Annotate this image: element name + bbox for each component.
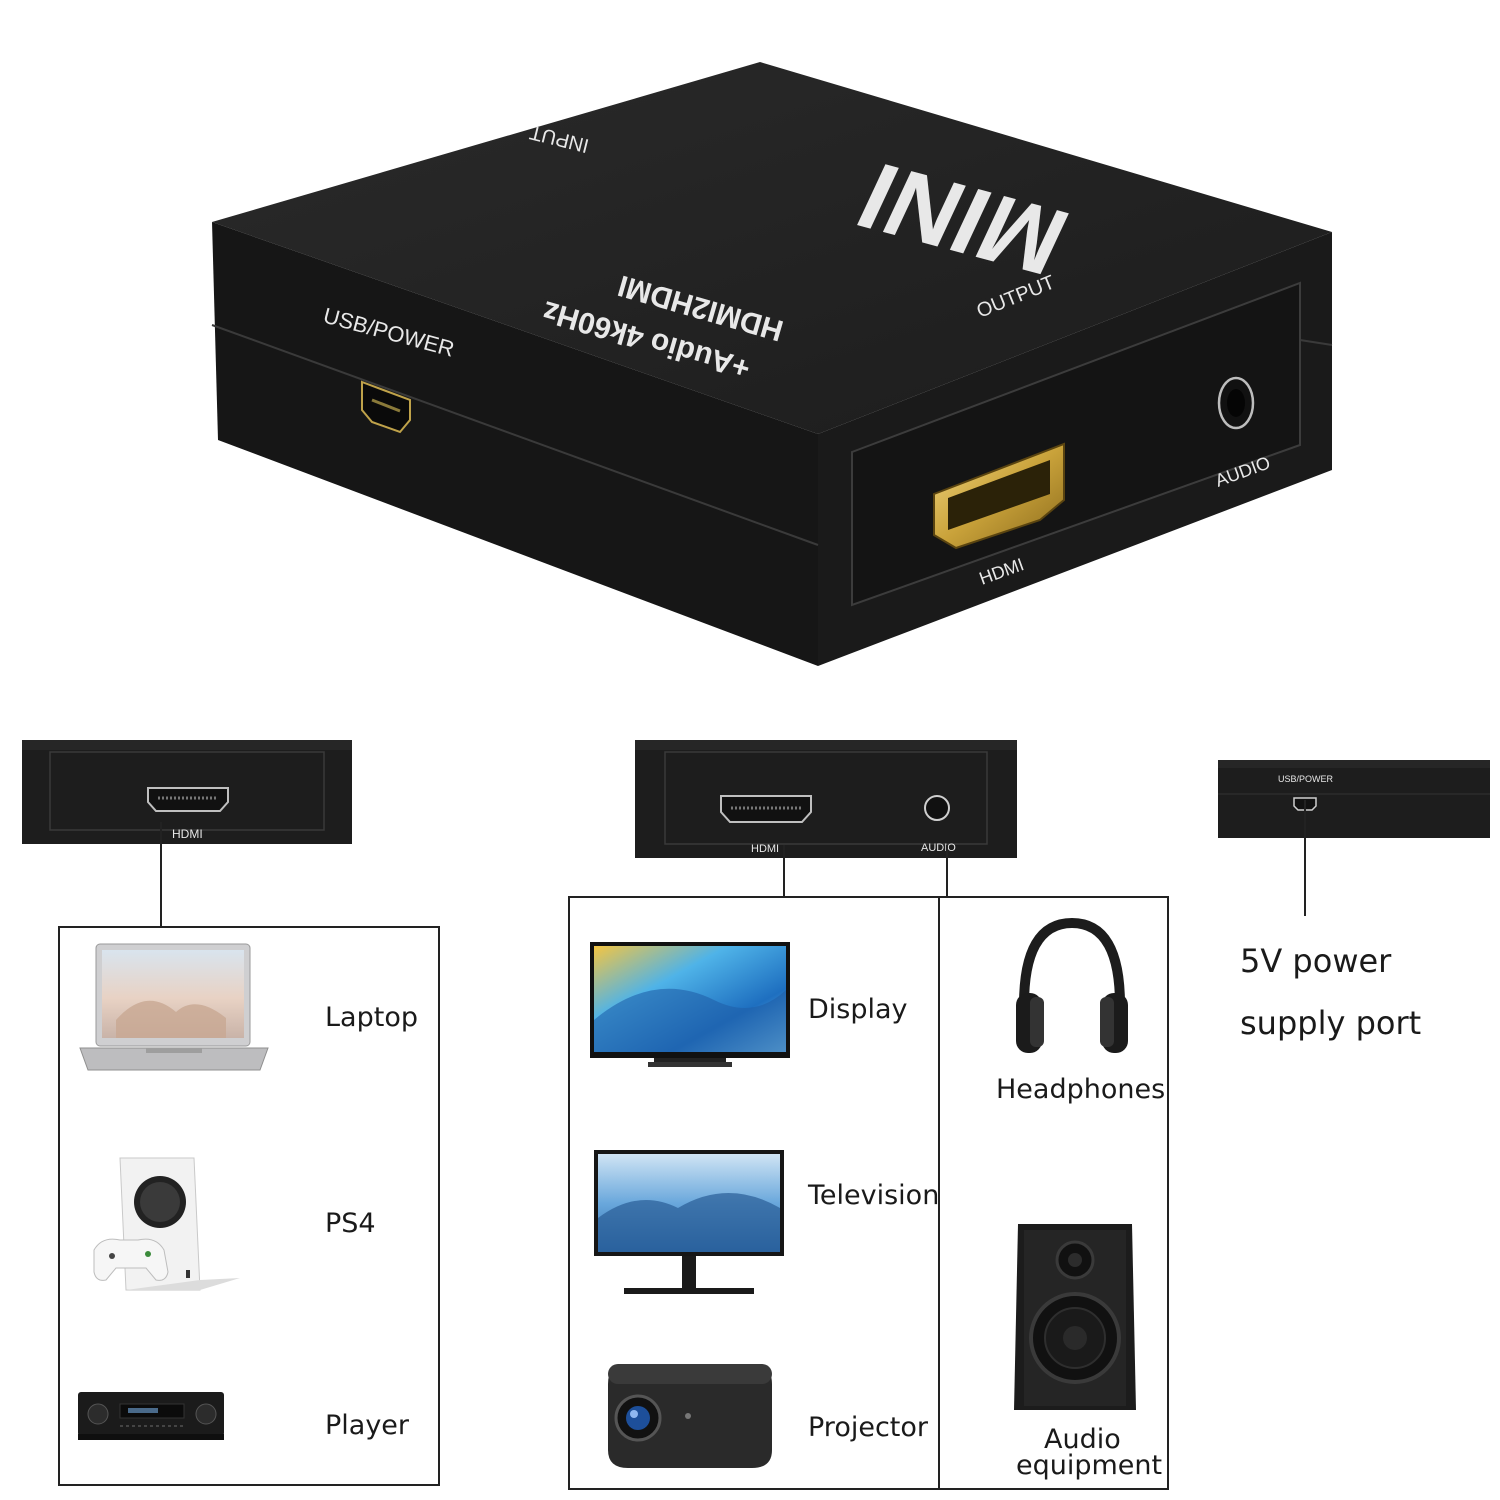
power-connector-line bbox=[1304, 800, 1306, 916]
output-devices-box bbox=[568, 896, 1169, 1490]
speaker-icon bbox=[1014, 1224, 1136, 1410]
audio-jack-icon bbox=[924, 795, 950, 821]
audio-output-label-equipment: equipment bbox=[1016, 1450, 1163, 1481]
source-devices-box bbox=[58, 926, 440, 1486]
hdmi-port-icon bbox=[933, 442, 1065, 550]
power-label-line-2: supply port bbox=[1240, 1004, 1422, 1042]
source-label-laptop: Laptop bbox=[325, 1002, 418, 1033]
input-panel: HDMI bbox=[22, 740, 352, 844]
output-panel-hdmi-label: HDMI bbox=[751, 843, 779, 855]
output-panel-audio-label: AUDIO bbox=[921, 842, 956, 854]
video-output-label-display: Display bbox=[808, 994, 908, 1025]
output-box-divider bbox=[938, 896, 940, 1490]
audio-output-label-audio: Audio bbox=[1044, 1424, 1121, 1455]
av-receiver-icon bbox=[78, 1392, 224, 1440]
power-panel: USB/POWER bbox=[1218, 760, 1490, 838]
device-left-face bbox=[212, 222, 818, 666]
hdmi-port-icon bbox=[147, 787, 229, 812]
video-output-label-television: Television bbox=[808, 1180, 940, 1211]
hdmi-port-icon bbox=[720, 795, 812, 823]
power-label-line-1: 5V power bbox=[1240, 942, 1392, 980]
tv-icon bbox=[594, 1150, 784, 1294]
laptop-icon bbox=[79, 943, 269, 1071]
device-top-face bbox=[212, 62, 1332, 434]
source-label-player: Player bbox=[325, 1410, 410, 1441]
hdmi-out-connector-line bbox=[783, 845, 785, 897]
device-illustration: MINI HDMI2HDMI +Audio 4k60Hz INPUT OUTPU… bbox=[211, 62, 1333, 666]
input-panel-hdmi-label: HDMI bbox=[172, 827, 203, 841]
game-console-icon bbox=[93, 1157, 240, 1291]
mini-usb-port-icon bbox=[361, 380, 411, 434]
monitor-icon bbox=[590, 942, 790, 1067]
video-output-label-projector: Projector bbox=[808, 1412, 928, 1443]
headphones-icon bbox=[1016, 917, 1128, 1053]
audio-output-label-headphones: Headphones bbox=[996, 1074, 1166, 1105]
input-connector-line bbox=[160, 822, 162, 928]
source-label-ps4: PS4 bbox=[325, 1208, 376, 1239]
output-panel: HDMI AUDIO bbox=[635, 740, 1017, 858]
audio-out-connector-line bbox=[946, 845, 948, 897]
projector-icon bbox=[608, 1364, 772, 1468]
power-panel-usb-label: USB/POWER bbox=[1278, 774, 1334, 784]
audio-jack-icon bbox=[1217, 376, 1255, 430]
